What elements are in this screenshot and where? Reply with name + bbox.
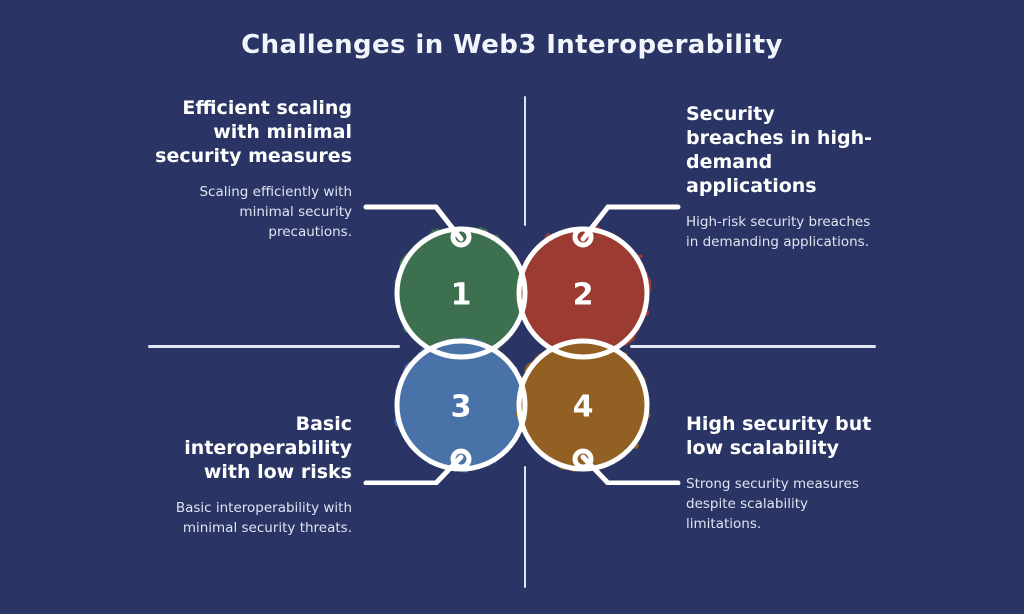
ring-marker-1	[450, 226, 472, 248]
quadrant-block-4: High security but low scalability Strong…	[686, 412, 882, 534]
circle-number-4: 4	[573, 390, 594, 425]
ring-marker-2	[572, 226, 594, 248]
quadrant-heading-4: High security but low scalability	[686, 413, 872, 459]
circle-fill-3	[395, 339, 527, 471]
ring-markers	[450, 226, 594, 470]
leader-line-2	[580, 204, 681, 242]
quadrant-heading-2: Security breaches in high-demand applica…	[686, 103, 872, 197]
quadrant-body-3: Basic interoperability with minimal secu…	[175, 500, 352, 536]
quadrant-body-2: High-risk security breaches in demanding…	[686, 214, 871, 250]
quadrant-block-1: Efficient scaling with minimal security …	[152, 96, 352, 242]
quadrant-block-2: Security breaches in high-demand applica…	[686, 102, 876, 252]
leader-line-4	[580, 454, 681, 485]
divider-horizontal-left	[148, 345, 400, 348]
leader-line-1	[363, 204, 464, 242]
circle-number-1: 1	[451, 278, 472, 313]
circle-number-2: 2	[573, 278, 594, 313]
quadrant-block-3: Basic interoperability with low risks Ba…	[150, 412, 352, 538]
quadrant-heading-3: Basic interoperability with low risks	[184, 413, 352, 483]
quadrant-body-4: Strong security measures despite scalabi…	[686, 476, 859, 532]
quadrant-heading-1: Efficient scaling with minimal security …	[155, 97, 352, 167]
circle-fill-2	[517, 227, 649, 359]
divider-horizontal-right	[630, 345, 876, 348]
leader-line-3	[363, 454, 464, 485]
divider-vertical-top	[524, 96, 526, 226]
quadrant-body-1: Scaling efficiently with minimal securit…	[199, 184, 352, 240]
circle-fills	[395, 227, 649, 471]
ring-marker-4	[572, 448, 594, 470]
circle-fill-1	[395, 227, 527, 359]
circle-fill-4	[517, 339, 649, 471]
venn-circle-cluster: 1 2 3 4	[363, 204, 681, 485]
leader-lines	[363, 204, 681, 485]
circle-number-3: 3	[451, 390, 472, 425]
page-title: Challenges in Web3 Interoperability	[241, 30, 783, 60]
divider-vertical-bottom	[524, 466, 526, 588]
ring-marker-3	[450, 448, 472, 470]
